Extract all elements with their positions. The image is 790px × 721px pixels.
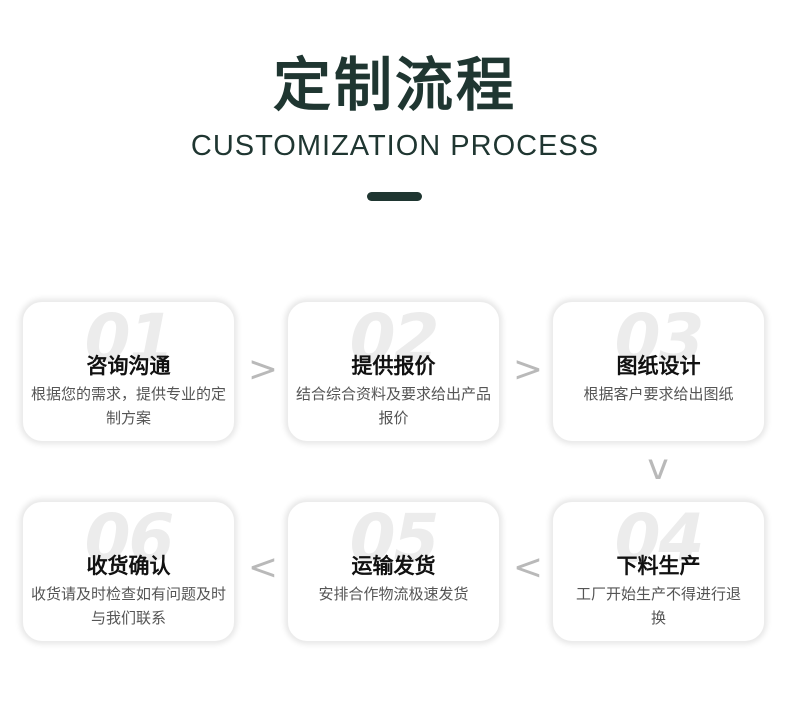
arrow-left-icon: < [512,547,544,588]
arrow-right-icon: > [247,349,279,390]
step-card-05: 05 运输发货 安排合作物流极速发货 [287,501,500,642]
step-title: 收货确认 [86,554,171,578]
step-card-03: 03 图纸设计 根据客户要求给出图纸 [552,301,765,442]
step-title: 下料生产 [616,554,701,578]
step-card-04: 04 下料生产 工厂开始生产不得进行退换 [552,501,765,642]
step-description: 根据客户要求给出图纸 [583,385,734,403]
step-card-06: 06 收货确认 收货请及时检查如有问题及时与我们联系 [22,501,235,642]
step-description: 收货请及时检查如有问题及时与我们联系 [30,585,226,627]
page-title: 定制流程 [272,51,517,119]
step-number: 01 [84,301,175,377]
step-number: 05 [349,501,440,577]
step-title: 咨询沟通 [86,354,171,378]
step-title: 图纸设计 [616,354,701,378]
arrow-down-icon: v [647,447,669,488]
step-number: 02 [349,301,440,377]
step-description: 工厂开始生产不得进行退换 [575,585,741,627]
step-description: 结合综合资料及要求给出产品报价 [296,385,492,427]
title-underline [367,192,422,201]
step-description: 安排合作物流极速发货 [318,585,469,603]
step-card-01: 01 咨询沟通 根据您的需求，提供专业的定制方案 [22,301,235,442]
step-card-02: 02 提供报价 结合综合资料及要求给出产品报价 [287,301,500,442]
step-title: 运输发货 [351,554,436,578]
step-description: 根据您的需求，提供专业的定制方案 [31,385,227,427]
step-number: 06 [84,501,175,577]
page-subtitle: CUSTOMIZATION PROCESS [190,130,600,162]
step-number: 03 [614,301,705,377]
step-title: 提供报价 [351,354,436,378]
arrow-left-icon: < [247,547,279,588]
step-number: 04 [614,501,705,577]
arrow-right-icon: > [512,349,544,390]
